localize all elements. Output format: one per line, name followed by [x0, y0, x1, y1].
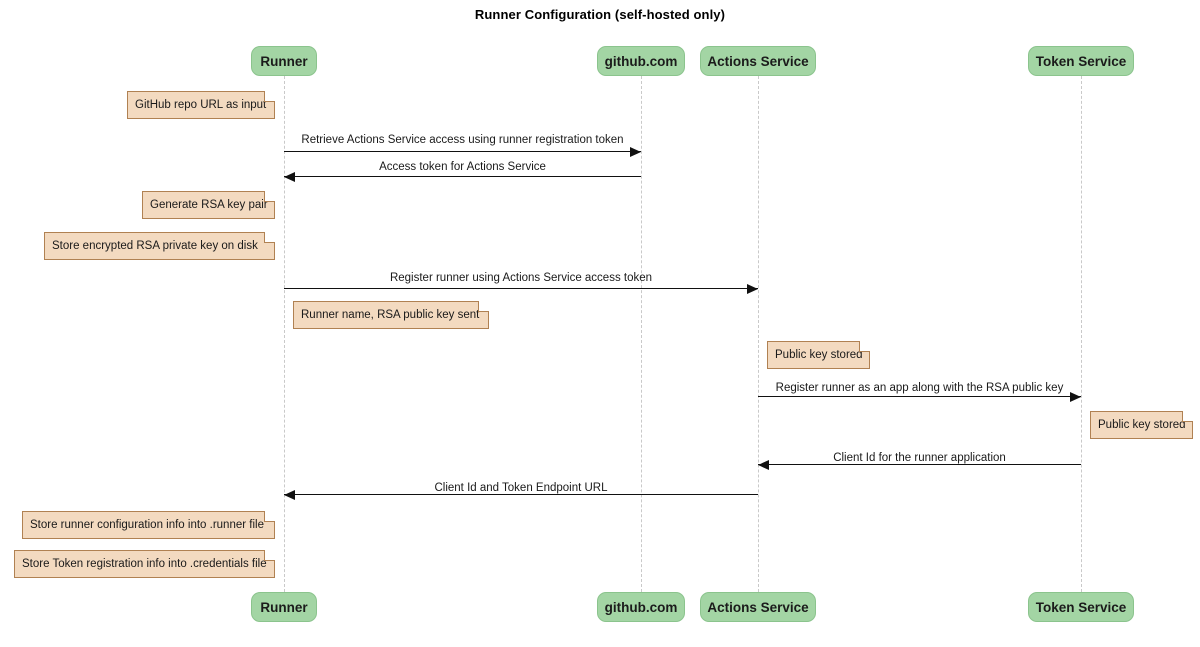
note-text: Store Token registration info into .cred…: [22, 558, 267, 570]
arrowhead-right-icon: [1070, 391, 1081, 402]
message-label-msg-client-id-token-endpoint: Client Id and Token Endpoint URL: [434, 482, 608, 494]
message-line-msg-access-token: [284, 176, 641, 177]
message-line-msg-client-id-runner-app: [758, 464, 1081, 465]
note-folded-corner-icon: [264, 550, 275, 561]
participant-token-bottom[interactable]: Token Service: [1028, 592, 1134, 622]
participant-runner-bottom[interactable]: Runner: [251, 592, 317, 622]
note-github-repo-url: GitHub repo URL as input: [127, 91, 275, 119]
note-text: Store encrypted RSA private key on disk: [52, 240, 258, 252]
message-line-msg-register-runner: [284, 288, 758, 289]
note-pubkey-stored-actions: Public key stored: [767, 341, 870, 369]
note-folded-corner-icon: [478, 301, 489, 312]
note-text: Runner name, RSA public key sent: [301, 309, 480, 321]
participant-runner-top[interactable]: Runner: [251, 46, 317, 76]
participant-actions-top[interactable]: Actions Service: [700, 46, 816, 76]
note-store-private-key: Store encrypted RSA private key on disk: [44, 232, 275, 260]
message-label-msg-retrieve-actions-access: Retrieve Actions Service access using ru…: [301, 134, 624, 146]
lifeline-actions: [758, 76, 759, 592]
note-folded-corner-icon: [859, 341, 870, 352]
message-line-msg-client-id-token-endpoint: [284, 494, 758, 495]
message-line-msg-register-app-pubkey: [758, 396, 1081, 397]
note-text: Generate RSA key pair: [150, 199, 268, 211]
participant-github-bottom[interactable]: github.com: [597, 592, 685, 622]
lifeline-github: [641, 76, 642, 592]
note-runner-name-pubkey: Runner name, RSA public key sent: [293, 301, 489, 329]
arrowhead-left-icon: [284, 171, 295, 182]
page-title: Runner Configuration (self-hosted only): [474, 7, 726, 22]
note-folded-corner-icon: [1182, 411, 1193, 422]
note-store-token-reg: Store Token registration info into .cred…: [14, 550, 275, 578]
message-label-msg-register-app-pubkey: Register runner as an app along with the…: [775, 382, 1064, 394]
note-text: GitHub repo URL as input: [135, 99, 267, 111]
note-folded-corner-icon: [264, 191, 275, 202]
participant-actions-bottom[interactable]: Actions Service: [700, 592, 816, 622]
arrowhead-right-icon: [747, 283, 758, 294]
note-folded-corner-icon: [264, 232, 275, 243]
message-label-msg-client-id-runner-app: Client Id for the runner application: [833, 452, 1006, 464]
participant-github-top[interactable]: github.com: [597, 46, 685, 76]
message-label-msg-access-token: Access token for Actions Service: [379, 161, 546, 173]
note-text: Public key stored: [775, 349, 863, 361]
arrowhead-left-icon: [758, 459, 769, 470]
note-pubkey-stored-token: Public key stored: [1090, 411, 1193, 439]
lifeline-runner: [284, 76, 285, 592]
message-line-msg-retrieve-actions-access: [284, 151, 641, 152]
note-text: Public key stored: [1098, 419, 1186, 431]
message-label-msg-register-runner: Register runner using Actions Service ac…: [389, 272, 653, 284]
note-folded-corner-icon: [264, 511, 275, 522]
lifeline-token: [1081, 76, 1082, 592]
note-store-runner-config: Store runner configuration info into .ru…: [22, 511, 275, 539]
note-folded-corner-icon: [264, 91, 275, 102]
participant-token-top[interactable]: Token Service: [1028, 46, 1134, 76]
note-generate-rsa: Generate RSA key pair: [142, 191, 275, 219]
arrowhead-left-icon: [284, 489, 295, 500]
arrowhead-right-icon: [630, 146, 641, 157]
note-text: Store runner configuration info into .ru…: [30, 519, 264, 531]
